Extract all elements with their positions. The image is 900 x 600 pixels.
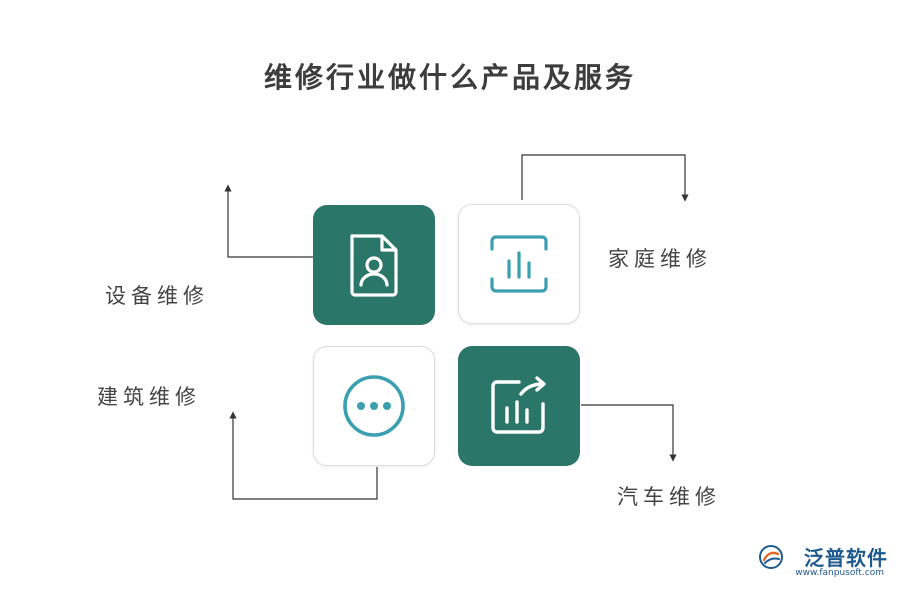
chart-export-icon xyxy=(491,376,546,434)
brand-watermark: 泛普软件 www.fanpusoft.com xyxy=(758,542,888,586)
connector-building xyxy=(229,411,378,500)
tile-car xyxy=(458,346,580,466)
label-building: 建筑维修 xyxy=(97,385,201,409)
label-home: 家庭维修 xyxy=(608,247,712,271)
connector-equipment xyxy=(224,184,313,258)
brand-logo-icon xyxy=(759,545,783,569)
label-equipment: 设备维修 xyxy=(105,284,209,308)
label-car: 汽车维修 xyxy=(617,485,721,509)
connector-home xyxy=(521,154,689,202)
tile-equipment xyxy=(313,205,435,325)
brand-url: www.fanpusoft.com xyxy=(795,568,884,578)
user-document-icon xyxy=(350,234,398,297)
tile-building xyxy=(313,346,435,466)
tile-home xyxy=(458,204,580,324)
bar-chart-frame-icon xyxy=(490,235,548,293)
page-title: 维修行业做什么产品及服务 xyxy=(263,61,636,94)
brand-name: 泛普软件 xyxy=(804,546,888,570)
more-dots-icon xyxy=(343,375,405,437)
connector-car xyxy=(581,404,677,462)
